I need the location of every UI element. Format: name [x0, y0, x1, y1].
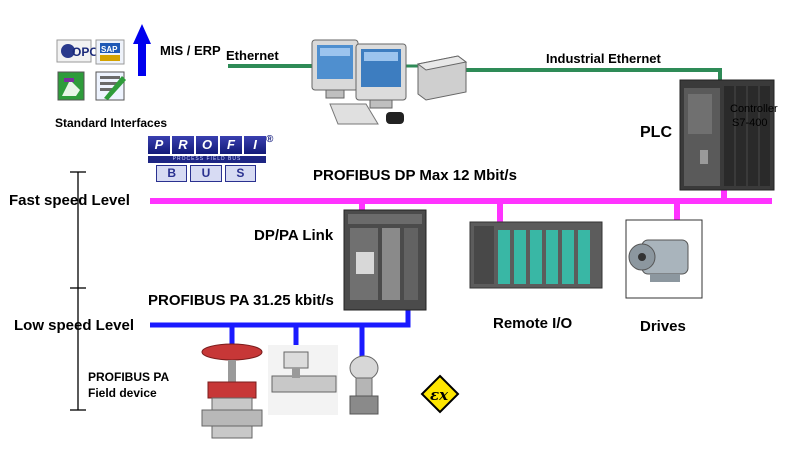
document-app-icon [95, 71, 126, 101]
sap-icon [95, 39, 125, 65]
explosion-protection-icon [420, 374, 460, 414]
field-device-label-line1: PROFIBUS PA [88, 370, 170, 384]
profibus-logo-letter: P [148, 136, 170, 154]
profibus-logo-bottom: B U S [156, 165, 256, 182]
explosion-protection-symbol: εx [430, 386, 449, 404]
profibus-logo-letter: U [190, 165, 222, 182]
mis-erp-arrow [133, 24, 151, 76]
fast-speed-level-label: Fast speed Level [9, 192, 130, 209]
profibus-logo-letter: F [220, 136, 242, 154]
chart-app-icon [57, 71, 85, 101]
control-valve [201, 343, 263, 439]
low-speed-level-label: Low speed Level [14, 317, 135, 334]
profibus-logo-letter: O [196, 136, 218, 154]
profibus-logo-subtitle: PROCESS FIELD BUS [148, 156, 266, 163]
plc-label: PLC [640, 124, 672, 141]
flow-meter [268, 345, 338, 415]
pressure-transmitter [349, 355, 379, 415]
remote-io-label: Remote I/O [493, 315, 573, 332]
keyboard-icon [329, 103, 379, 125]
profibus-logo-letter: R [172, 136, 194, 154]
server-box [416, 55, 468, 101]
workstation-monitor-right [355, 43, 407, 109]
standard-interfaces-label: Standard Interfaces [55, 116, 168, 130]
mouse-icon [386, 112, 404, 124]
profibus-logo-mark: ® [266, 134, 274, 145]
workstation-monitor-left [311, 39, 359, 99]
profibus-logo-letter: B [156, 165, 188, 182]
profibus-pa-label: PROFIBUS PA 31.25 kbit/s [148, 292, 334, 309]
industrial-ethernet-label: Industrial Ethernet [546, 51, 661, 66]
remote-io-rack [469, 221, 603, 289]
dp-pa-link-device [343, 209, 427, 311]
profibus-logo-letter: S [224, 165, 256, 182]
drives-label: Drives [640, 318, 686, 335]
opc-icon-label: OPC [72, 45, 98, 59]
plc-controller [679, 79, 775, 191]
profibus-logo-top: P R O F I [148, 136, 266, 154]
ethernet-label: Ethernet [226, 48, 279, 63]
profibus-logo-letter: I [244, 136, 266, 154]
field-device-label-line2: Field device [88, 386, 157, 400]
profibus-logo: P R O F I PROCESS FIELD BUS B U S [148, 136, 266, 184]
mis-erp-label: MIS / ERP [160, 43, 221, 58]
controller-model-label: S7-400 [732, 117, 768, 129]
drive-motor [625, 219, 703, 299]
opc-icon [56, 39, 92, 63]
dp-pa-link-label: DP/PA Link [254, 227, 334, 244]
level-axis [70, 171, 86, 411]
controller-label: Controller [730, 103, 778, 115]
profibus-dp-label: PROFIBUS DP Max 12 Mbit/s [313, 167, 517, 184]
sap-icon-label: SAP [101, 45, 118, 54]
